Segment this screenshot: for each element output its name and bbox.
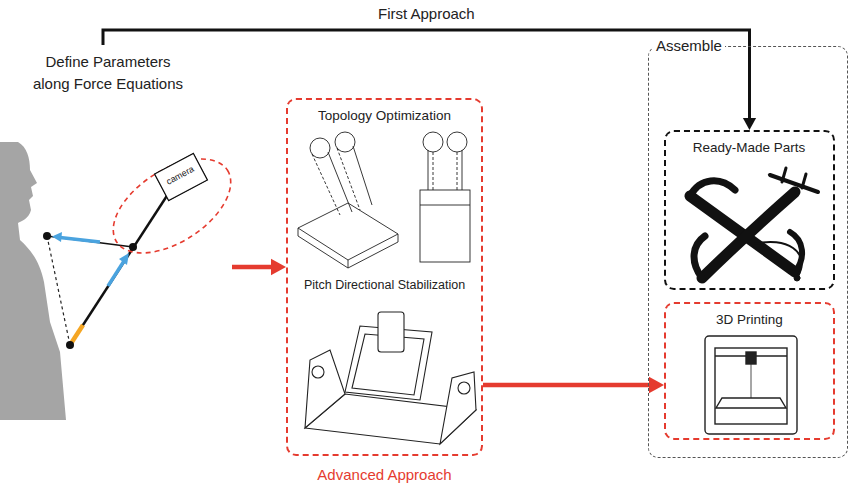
ready-made-parts-picture-part bbox=[755, 242, 802, 276]
topology-sketch-part bbox=[335, 132, 355, 152]
ready-made-parts-picture-part bbox=[702, 192, 795, 278]
camera-outline-part bbox=[155, 153, 208, 200]
force-diagram-part bbox=[97, 140, 247, 272]
arrow-head bbox=[271, 259, 286, 276]
force-diagram-part bbox=[129, 243, 137, 251]
force-diagram bbox=[43, 140, 247, 349]
topology-sketch-part bbox=[433, 152, 434, 190]
printer-icon-part bbox=[746, 352, 756, 364]
ready-made-parts-picture bbox=[690, 168, 818, 281]
topology-sketch-part bbox=[423, 132, 443, 152]
force-diagram-part bbox=[43, 232, 51, 240]
topology-sketch-part bbox=[420, 205, 470, 206]
node-text: Topology Optimization bbox=[288, 106, 481, 126]
printer-icon-part bbox=[715, 348, 787, 424]
topology-sketch-part bbox=[310, 138, 330, 158]
force-diagram-part bbox=[70, 188, 172, 345]
stabilizer-sketch-part bbox=[312, 366, 324, 378]
force-diagram-part bbox=[119, 253, 129, 265]
topology-sketch-part bbox=[353, 146, 372, 205]
advanced-approach-box: Advanced ApproachTopology OptimizationPi… bbox=[286, 98, 483, 456]
stabilizer-sketch bbox=[305, 312, 476, 444]
force-diagram-part bbox=[52, 232, 62, 242]
arrow-head bbox=[649, 377, 664, 394]
printer-icon-part bbox=[705, 336, 797, 434]
node-text: Ready-Made Parts bbox=[666, 138, 832, 158]
stabilizer-sketch-part bbox=[305, 350, 345, 428]
topology-sketch-part bbox=[312, 154, 340, 215]
arrow-head bbox=[743, 118, 756, 130]
ready-made-parts-picture-part bbox=[790, 232, 802, 272]
topology-sketch-part bbox=[428, 150, 429, 190]
camera-box: camera bbox=[153, 152, 209, 202]
node-text: Advanced Approach bbox=[286, 464, 483, 486]
node-text: Pitch Directional Stabilization bbox=[288, 276, 481, 294]
force-diagram-part bbox=[108, 261, 124, 286]
topology-sketch-part bbox=[298, 203, 398, 260]
topology-sketch-part bbox=[462, 150, 463, 190]
printer-icon bbox=[705, 336, 797, 434]
ready-made-parts-picture-part bbox=[782, 168, 786, 182]
printer-icon-part bbox=[716, 398, 786, 408]
topology-sketch-part bbox=[298, 228, 398, 268]
parameter-panel: Define Parameters along Force Equations c… bbox=[0, 45, 232, 420]
topology-sketch-part bbox=[328, 152, 352, 212]
stabilizer-sketch-part bbox=[458, 382, 470, 394]
assemble-box: AssembleReady-Made Parts3D Printing bbox=[648, 46, 848, 458]
ready-made-parts-picture-part bbox=[690, 181, 735, 196]
printer-icon-part bbox=[751, 364, 752, 398]
force-diagram-part bbox=[60, 238, 100, 243]
node-text: Assemble bbox=[653, 35, 725, 57]
topology-sketch-part bbox=[420, 190, 470, 262]
ready-made-parts-picture-part bbox=[694, 236, 705, 278]
ready-made-parts-picture-part bbox=[794, 275, 800, 281]
force-diagram-part bbox=[66, 341, 74, 349]
force-diagram-part bbox=[47, 236, 70, 345]
edge-label: First Approach bbox=[375, 3, 478, 25]
connector bbox=[483, 383, 651, 388]
ready-made-parts-picture-part bbox=[802, 174, 806, 188]
topology-sketch-part bbox=[457, 152, 458, 190]
printing-box: 3D Printing bbox=[664, 302, 835, 440]
person-silhouette-part bbox=[0, 142, 66, 420]
topology-sketch-part bbox=[348, 260, 349, 268]
connector bbox=[232, 265, 273, 270]
topology-sketch bbox=[298, 132, 470, 268]
connector bbox=[103, 30, 750, 120]
person-silhouette bbox=[0, 142, 66, 420]
node-text: Define Parameters along Force Equations bbox=[28, 51, 188, 95]
topology-sketch-part bbox=[447, 132, 467, 152]
stabilizer-sketch-part bbox=[440, 372, 476, 444]
stabilizer-sketch-part bbox=[378, 312, 404, 352]
node-text: 3D Printing bbox=[666, 310, 833, 330]
ready-made-parts-picture-part bbox=[770, 175, 818, 192]
ready-made-box: Ready-Made Parts bbox=[664, 130, 835, 290]
